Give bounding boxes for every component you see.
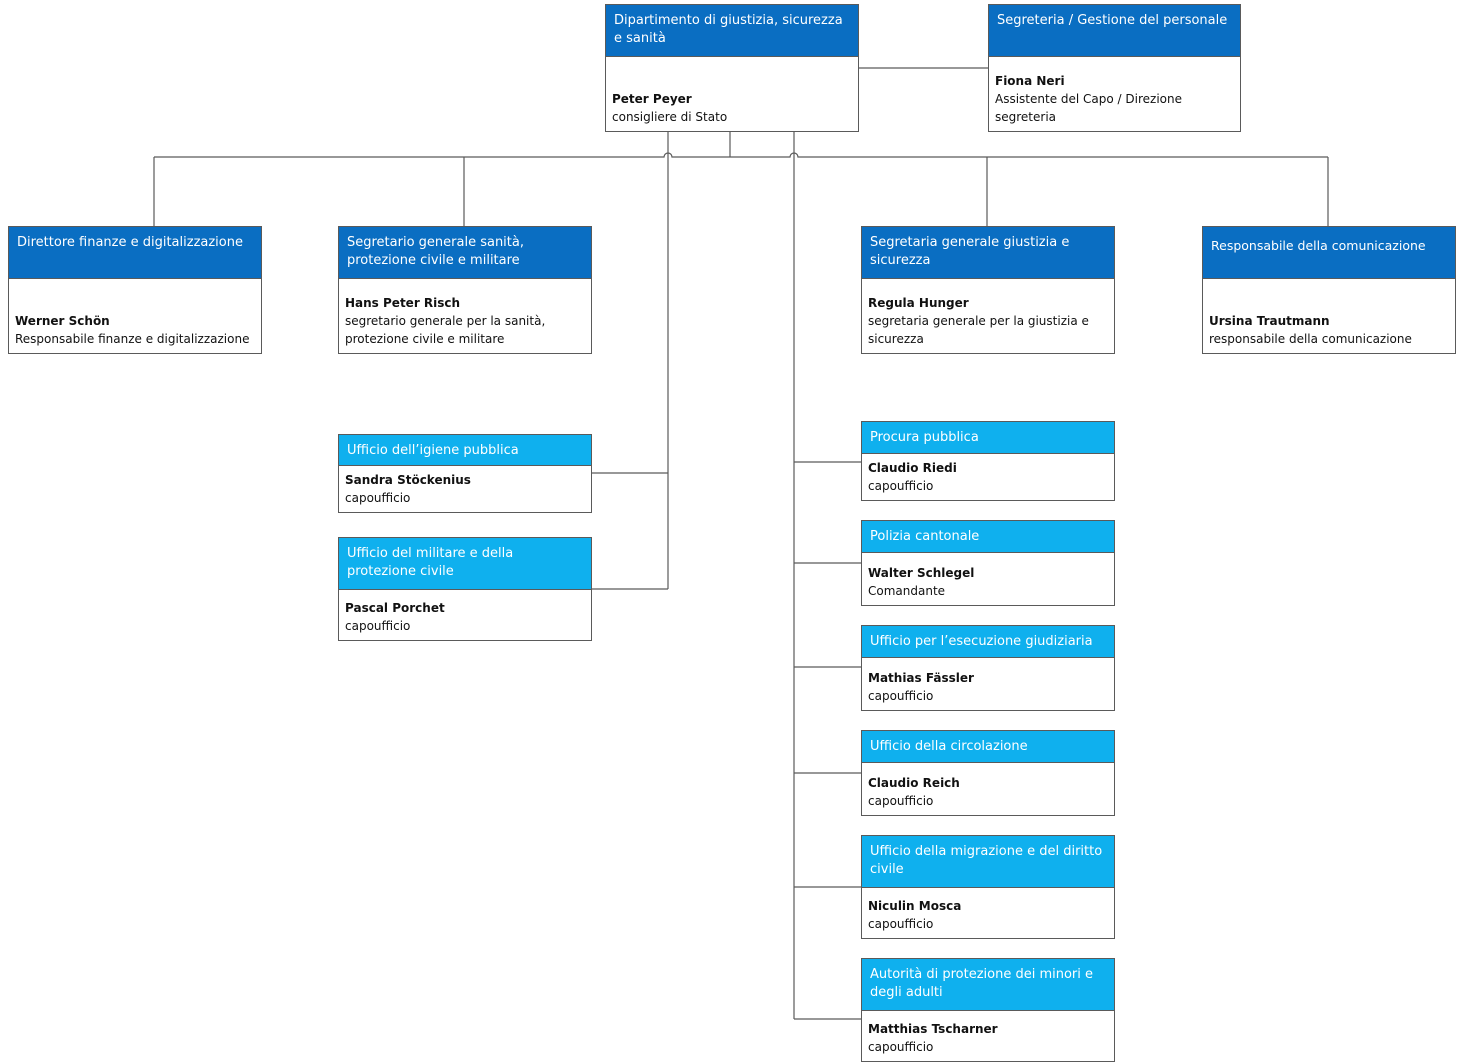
- box-sanita: Segretario generale sanità, protezione c…: [338, 226, 592, 354]
- person-role: capoufficio: [345, 491, 411, 505]
- box-header: Procura pubblica: [862, 422, 1114, 454]
- person-role: capoufficio: [868, 917, 934, 931]
- person-role: capoufficio: [345, 619, 411, 633]
- box-militare: Ufficio del militare e della protezione …: [338, 537, 592, 641]
- box-header: Segreteria / Gestione del personale: [989, 5, 1240, 57]
- person-name: Matthias Tscharner: [868, 1022, 998, 1036]
- box-circolazione: Ufficio della circolazione Claudio Reich…: [861, 730, 1115, 816]
- person-name: Claudio Reich: [868, 776, 960, 790]
- person-name: Ursina Trautmann: [1209, 314, 1330, 328]
- person-role: consigliere di Stato: [612, 110, 728, 124]
- person-name: Claudio Riedi: [868, 461, 957, 475]
- box-migrazione: Ufficio della migrazione e del diritto c…: [861, 835, 1115, 939]
- box-title: Procura pubblica: [870, 430, 979, 445]
- box-header: Autorità di protezione dei minori e degl…: [862, 959, 1114, 1011]
- person-role: segretario generale per la sanità, prote…: [345, 314, 546, 346]
- person-name: Walter Schlegel: [868, 566, 975, 580]
- person-name: Hans Peter Risch: [345, 296, 461, 310]
- box-header: Segretario generale sanità, protezione c…: [339, 227, 591, 279]
- box-title: Segreteria / Gestione del personale: [997, 13, 1228, 28]
- box-comunicazione: Responsabile della comunicazione Ursina …: [1202, 226, 1456, 354]
- person-name: Pascal Porchet: [345, 601, 445, 615]
- box-esecuzione: Ufficio per l’esecuzione giudiziaria Mat…: [861, 625, 1115, 711]
- person-role: capoufficio: [868, 479, 934, 493]
- box-header: Ufficio del militare e della protezione …: [339, 538, 591, 590]
- person-name: Sandra Stöckenius: [345, 473, 471, 487]
- box-title: Ufficio dell’igiene pubblica: [347, 443, 519, 458]
- box-title: Polizia cantonale: [870, 529, 980, 544]
- person-name: Mathias Fässler: [868, 671, 974, 685]
- person-role: Comandante: [868, 584, 946, 598]
- box-title: Ufficio della circolazione: [870, 739, 1028, 754]
- box-header: Dipartimento di giustizia, sicurezza e s…: [606, 5, 858, 57]
- person-role: responsabile della comunicazione: [1209, 332, 1412, 346]
- person-role: Responsabile finanze e digitalizzazione: [15, 332, 250, 346]
- box-title: Autorità di protezione dei minori e degl…: [870, 967, 1093, 1000]
- person-role: capoufficio: [868, 1040, 934, 1054]
- box-segreteria: Segreteria / Gestione del personale Fion…: [988, 4, 1241, 132]
- box-header: Ufficio della circolazione: [862, 731, 1114, 763]
- person-role: segretaria generale per la giustizia e s…: [868, 314, 1089, 346]
- box-igiene-pubblica: Ufficio dell’igiene pubblica Sandra Stöc…: [338, 434, 592, 513]
- box-title: Direttore finanze e digitalizzazione: [17, 235, 243, 250]
- box-title: Ufficio della migrazione e del diritto c…: [870, 844, 1103, 877]
- person-role: Assistente del Capo / Direzione segreter…: [995, 92, 1182, 124]
- person-role: capoufficio: [868, 794, 934, 808]
- person-role: capoufficio: [868, 689, 934, 703]
- connector-main-bar: [154, 152, 1328, 158]
- box-title: Responsabile della comunicazione: [1211, 238, 1426, 253]
- box-title: Segretario generale sanità, protezione c…: [347, 235, 524, 268]
- box-dipartimento: Dipartimento di giustizia, sicurezza e s…: [605, 4, 859, 132]
- box-header: Responsabile della comunicazione: [1203, 227, 1455, 279]
- box-title: Segretaria generale giustizia e sicurezz…: [870, 235, 1070, 268]
- person-name: Regula Hunger: [868, 296, 969, 310]
- box-protezione-minori: Autorità di protezione dei minori e degl…: [861, 958, 1115, 1062]
- box-giustizia: Segretaria generale giustizia e sicurezz…: [861, 226, 1115, 354]
- box-title: Ufficio per l’esecuzione giudiziaria: [870, 634, 1093, 649]
- person-name: Niculin Mosca: [868, 899, 962, 913]
- box-header: Segretaria generale giustizia e sicurezz…: [862, 227, 1114, 279]
- box-header: Polizia cantonale: [862, 521, 1114, 553]
- box-title: Dipartimento di giustizia, sicurezza e s…: [614, 13, 843, 46]
- box-finanze: Direttore finanze e digitalizzazione Wer…: [8, 226, 262, 354]
- box-header: Direttore finanze e digitalizzazione: [9, 227, 261, 279]
- box-procura: Procura pubblica Claudio Riedi capouffici…: [861, 421, 1115, 501]
- box-header: Ufficio per l’esecuzione giudiziaria: [862, 626, 1114, 658]
- box-header: Ufficio dell’igiene pubblica: [339, 435, 591, 466]
- box-title: Ufficio del militare e della protezione …: [347, 546, 514, 579]
- person-name: Werner Schön: [15, 314, 110, 328]
- person-name: Fiona Neri: [995, 74, 1065, 88]
- box-header: Ufficio della migrazione e del diritto c…: [862, 836, 1114, 888]
- person-name: Peter Peyer: [612, 92, 692, 106]
